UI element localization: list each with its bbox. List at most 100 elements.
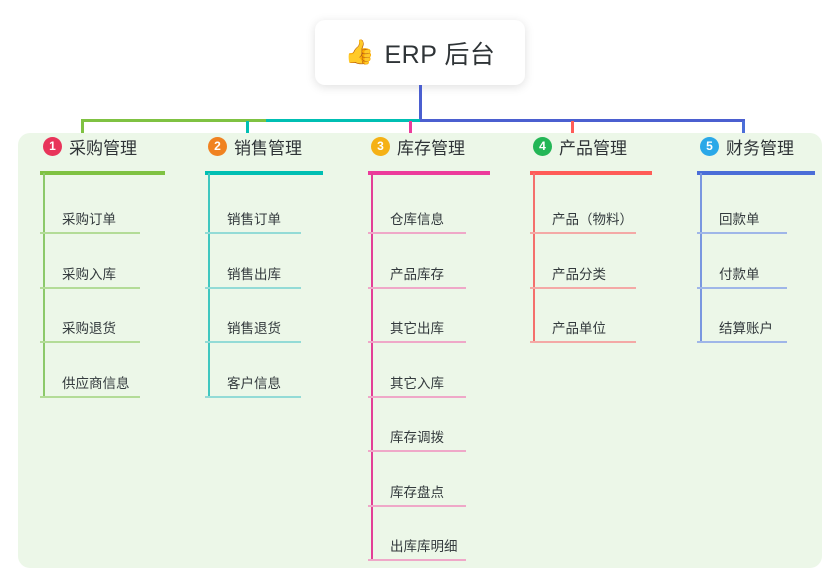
branch-spine-1 (43, 173, 45, 398)
branch-header-rule-5 (697, 171, 815, 175)
branch-item-rule (40, 341, 140, 343)
branch-item[interactable]: 采购订单 (40, 204, 140, 234)
branch-item-label: 采购入库 (62, 266, 116, 282)
branch-title-3: 库存管理 (397, 138, 465, 158)
bus-segment-right (420, 119, 745, 122)
branch-item-rule (697, 341, 787, 343)
branch-item-rule (697, 286, 787, 289)
branch-item-rule (697, 232, 787, 234)
branch-item-rule (205, 286, 301, 289)
branch-item-label: 库存盘点 (390, 484, 444, 500)
branch-title-1: 采购管理 (69, 138, 137, 158)
branch-item-rule (205, 341, 301, 343)
branch-title-4: 产品管理 (559, 138, 627, 158)
bus-segment-mid (266, 119, 420, 122)
branch-header-rule-3 (368, 171, 490, 175)
branch-spine-4 (533, 173, 535, 343)
branch-item[interactable]: 仓库信息 (368, 204, 466, 234)
branch-item-label: 供应商信息 (62, 375, 130, 391)
branch-item[interactable]: 采购入库 (40, 259, 140, 289)
branch-item[interactable]: 付款单 (697, 259, 787, 289)
branch-item-label: 产品单位 (552, 321, 606, 336)
branch-column-3: 3 库存管理仓库信息产品库存其它出库其它入库库存调拨库存盘点出库库明细 (368, 133, 490, 561)
branch-header-rule-2 (205, 171, 323, 175)
branch-item-label: 结算账户 (719, 321, 773, 336)
branch-item-rule (40, 395, 140, 398)
branch-spine-2 (208, 173, 210, 398)
branch-item[interactable]: 采购退货 (40, 313, 140, 343)
root-node-card[interactable]: 👍 ERP 后台 (315, 20, 525, 85)
branch-item-label: 采购订单 (62, 212, 116, 227)
branch-item[interactable]: 产品库存 (368, 259, 466, 289)
branch-item-rule (40, 232, 140, 234)
branch-item-rule (368, 232, 466, 234)
branch-badge-2: 2 (208, 136, 227, 156)
branch-item-label: 其它出库 (390, 321, 444, 336)
branch-item[interactable]: 产品单位 (530, 313, 636, 343)
branch-item-label: 销售出库 (227, 266, 281, 282)
branch-item-rule (530, 286, 636, 289)
branch-item-label: 客户信息 (227, 375, 281, 391)
branch-item-label: 回款单 (719, 212, 760, 227)
branch-item-label: 付款单 (719, 266, 760, 282)
branch-item-label: 仓库信息 (390, 212, 444, 227)
branch-item-rule (368, 504, 466, 507)
branch-item[interactable]: 出库库明细 (368, 531, 466, 561)
branch-column-4: 4 产品管理产品（物料） 产品分类产品单位 (530, 133, 652, 343)
branch-title-2: 销售管理 (234, 138, 302, 158)
branch-item-rule (368, 450, 466, 452)
branch-header-3[interactable]: 3 库存管理 (368, 133, 465, 159)
branch-item-label: 出库库明细 (390, 539, 458, 554)
branch-item-label: 产品分类 (552, 266, 606, 282)
branch-item-rule (530, 341, 636, 343)
branch-item-rule (205, 232, 301, 234)
bus-segment-left (81, 119, 266, 122)
branch-spine-5 (700, 173, 702, 343)
branch-item[interactable]: 销售退货 (205, 313, 301, 343)
branch-header-4[interactable]: 4 产品管理 (530, 133, 627, 159)
branch-badge-1: 1 (43, 136, 62, 156)
branch-item[interactable]: 产品（物料） (530, 204, 636, 234)
thumbs-up-icon: 👍 (344, 38, 375, 66)
branch-item-label: 其它入库 (390, 375, 444, 391)
branch-item-label: 库存调拨 (390, 430, 444, 445)
branch-column-5: 5 财务管理回款单付款单结算账户 (697, 133, 815, 343)
root-node-title: ERP 后台 (384, 40, 496, 69)
branch-item[interactable]: 其它出库 (368, 313, 466, 343)
branch-item-label: 销售退货 (227, 321, 281, 336)
branch-item-label: 产品（物料） (552, 212, 633, 227)
branch-column-2: 2 销售管理销售订单销售出库销售退货客户信息 (205, 133, 323, 398)
branch-item-rule (368, 341, 466, 343)
branch-item-rule (368, 286, 466, 289)
branch-item-rule (530, 232, 636, 234)
branch-item-rule (368, 559, 466, 561)
branch-item-rule (368, 395, 466, 398)
branch-item[interactable]: 客户信息 (205, 368, 301, 398)
branch-badge-5: 5 (700, 136, 719, 156)
branch-item-rule (40, 286, 140, 289)
branch-item[interactable]: 结算账户 (697, 313, 787, 343)
branch-item[interactable]: 产品分类 (530, 259, 636, 289)
branch-item[interactable]: 供应商信息 (40, 368, 140, 398)
branch-item-label: 产品库存 (390, 266, 444, 282)
branch-badge-3: 3 (371, 136, 390, 156)
branches-panel: 1 采购管理采购订单采购入库采购退货供应商信息 2 销售管理销售订单销售出库销售退货客… (18, 133, 822, 568)
branch-spine-3 (371, 173, 373, 561)
branch-item-rule (205, 395, 301, 398)
branch-header-rule-4 (530, 171, 652, 175)
branch-badge-4: 4 (533, 136, 552, 156)
branch-item[interactable]: 销售出库 (205, 259, 301, 289)
branch-header-1[interactable]: 1 采购管理 (40, 133, 137, 159)
branch-header-5[interactable]: 5 财务管理 (697, 133, 794, 159)
root-stem (419, 85, 422, 121)
branch-header-2[interactable]: 2 销售管理 (205, 133, 302, 159)
branch-item[interactable]: 库存盘点 (368, 477, 466, 507)
branch-item[interactable]: 库存调拨 (368, 422, 466, 452)
branch-title-5: 财务管理 (726, 138, 794, 158)
branch-column-1: 1 采购管理采购订单采购入库采购退货供应商信息 (40, 133, 165, 398)
branch-item[interactable]: 其它入库 (368, 368, 466, 398)
branch-item-label: 销售订单 (227, 212, 281, 227)
branch-item[interactable]: 回款单 (697, 204, 787, 234)
branch-item[interactable]: 销售订单 (205, 204, 301, 234)
